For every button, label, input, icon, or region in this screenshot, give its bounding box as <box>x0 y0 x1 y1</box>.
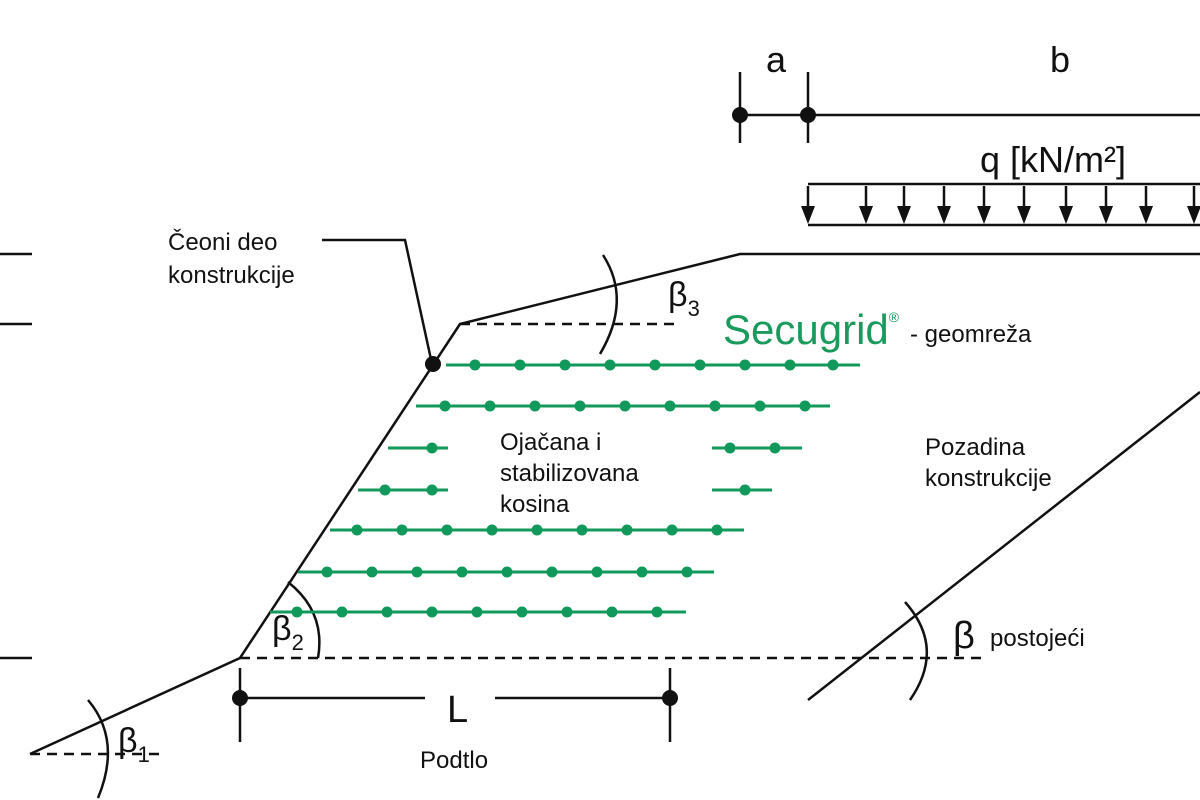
existing-slope-line <box>807 391 1200 701</box>
face-point-marker <box>425 356 441 372</box>
beta-existing-symbol: β <box>953 615 975 657</box>
distributed-load-block <box>808 182 1200 227</box>
geogrid-node <box>574 400 586 412</box>
face-label-line2: konstrukcije <box>168 262 295 289</box>
geogrid-node <box>381 606 393 618</box>
geogrid-node <box>799 400 811 412</box>
geogrid-node <box>484 400 496 412</box>
geogrid-node <box>591 566 603 578</box>
geogrid-node <box>486 524 498 536</box>
geogrid-node <box>619 400 631 412</box>
angle-arcs <box>87 254 929 799</box>
geogrid-node <box>321 566 333 578</box>
geogrid-label: - geomreža <box>910 321 1032 348</box>
geogrid-node <box>516 606 528 618</box>
geogrid-node <box>561 606 573 618</box>
geogrid-node <box>514 359 526 371</box>
geogrid-node <box>426 442 438 454</box>
geogrid-node <box>379 484 391 496</box>
geogrid-node <box>291 606 303 618</box>
geogrid-node <box>681 566 693 578</box>
beta2-label: β2 <box>272 610 304 655</box>
geogrid-node <box>336 606 348 618</box>
beta3-label: β3 <box>668 276 700 321</box>
geogrid-node <box>739 359 751 371</box>
geogrid-node <box>456 566 468 578</box>
backfill-label-line2: konstrukcije <box>925 465 1052 492</box>
load-arrow-head <box>1017 206 1031 224</box>
load-arrows <box>801 186 1200 224</box>
geogrid-node <box>664 400 676 412</box>
beta3-arc <box>598 254 619 355</box>
beta-existing-arc <box>904 601 929 701</box>
load-arrow-head <box>1059 206 1073 224</box>
geogrid-node <box>621 524 633 536</box>
face-label-line1: Čeoni deo <box>168 228 277 256</box>
reinforced-label-line1: Ojačana i <box>500 429 601 456</box>
geogrid-node <box>666 524 678 536</box>
load-arrow-head <box>801 206 815 224</box>
dimension-a-label: a <box>766 39 787 80</box>
dimension-L <box>232 668 678 742</box>
geogrid-node <box>471 606 483 618</box>
geogrid-node <box>769 442 781 454</box>
geogrid-node <box>529 400 541 412</box>
geogrid-node <box>739 484 751 496</box>
beta1-arc <box>87 699 110 799</box>
geogrid-node <box>411 566 423 578</box>
geogrid-node <box>531 524 543 536</box>
load-arrow-head <box>937 206 951 224</box>
geogrid-node <box>501 566 513 578</box>
beta2-arc <box>287 581 321 659</box>
geogrid-node <box>351 524 363 536</box>
geogrid-node <box>396 524 408 536</box>
face-leader-line <box>322 238 434 365</box>
geogrid-node <box>784 359 796 371</box>
reinforced-label-line3: kosina <box>500 491 570 518</box>
load-arrow-head <box>897 206 911 224</box>
geogrid-node <box>606 606 618 618</box>
dashed-reference-lines <box>30 322 985 756</box>
geogrid-node <box>694 359 706 371</box>
load-arrow-head <box>859 206 873 224</box>
geogrid-node <box>709 400 721 412</box>
beta1-label: β1 <box>118 722 150 767</box>
dimension-b-label: b <box>1050 39 1070 80</box>
geogrid-layers <box>270 359 860 618</box>
load-arrow-head <box>1139 206 1153 224</box>
beta-existing-label: postojeći <box>990 625 1085 652</box>
geogrid-node <box>426 606 438 618</box>
dimension-L-label: L <box>447 689 468 731</box>
geogrid-node <box>711 524 723 536</box>
dimension-a-b <box>732 72 1200 143</box>
load-label: q [kN/m²] <box>980 139 1126 180</box>
geogrid-node <box>754 400 766 412</box>
geogrid-node <box>559 359 571 371</box>
backfill-label-line1: Pozadina <box>925 434 1026 461</box>
load-arrow-head <box>977 206 991 224</box>
left-level-ticks <box>0 252 32 660</box>
geogrid-node <box>604 359 616 371</box>
reinforced-label-line2: stabilizovana <box>500 460 639 487</box>
subsoil-label: Podtlo <box>420 747 488 774</box>
geogrid-node <box>546 566 558 578</box>
geogrid-node <box>426 484 438 496</box>
geogrid-node <box>576 524 588 536</box>
geogrid-node <box>724 442 736 454</box>
geogrid-node <box>651 606 663 618</box>
geogrid-node <box>366 566 378 578</box>
geogrid-node <box>439 400 451 412</box>
load-arrow-head <box>1187 206 1200 224</box>
geogrid-node <box>827 359 839 371</box>
geogrid-node <box>649 359 661 371</box>
secugrid-brand: Secugrid® <box>723 306 900 353</box>
load-arrow-head <box>1099 206 1113 224</box>
geogrid-node <box>469 359 481 371</box>
geogrid-node <box>441 524 453 536</box>
geogrid-node <box>636 566 648 578</box>
